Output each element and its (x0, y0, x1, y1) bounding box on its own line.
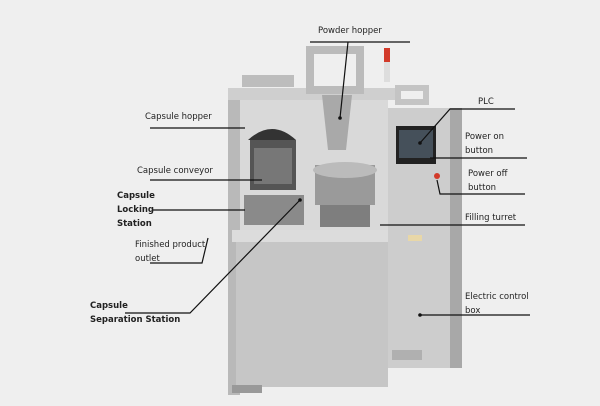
label-line: Capsule (90, 301, 128, 311)
label-capsule-locking-station: Capsule Locking Station (117, 189, 155, 231)
label-line: outlet (135, 254, 160, 264)
label-electric-control-box: Electric control box (465, 290, 529, 318)
label-finished-product-outlet: Finished product outlet (135, 238, 205, 266)
label-line: Finished product (135, 240, 206, 250)
label-line: Capsule (117, 191, 155, 201)
label-line: button (468, 183, 497, 193)
label-line: Power off (468, 169, 508, 179)
label-power-on-button: Power on button (465, 130, 504, 158)
label-line: button (465, 146, 494, 156)
label-line: Power on (465, 132, 504, 142)
label-line: Separation Station (90, 315, 181, 325)
label-line: Station (117, 219, 152, 229)
label-line: Electric control (465, 292, 529, 302)
label-line: box (465, 306, 481, 316)
label-capsule-separation-station: Capsule Separation Station (90, 299, 180, 327)
label-capsule-conveyor: Capsule conveyor (137, 166, 213, 176)
label-filling-turret: Filling turret (465, 213, 517, 223)
label-capsule-hopper: Capsule hopper (145, 112, 212, 122)
label-power-off-button: Power off button (468, 167, 507, 195)
label-line: Locking (117, 205, 154, 215)
label-powder-hopper: Powder hopper (318, 26, 382, 36)
label-plc: PLC (478, 97, 494, 107)
